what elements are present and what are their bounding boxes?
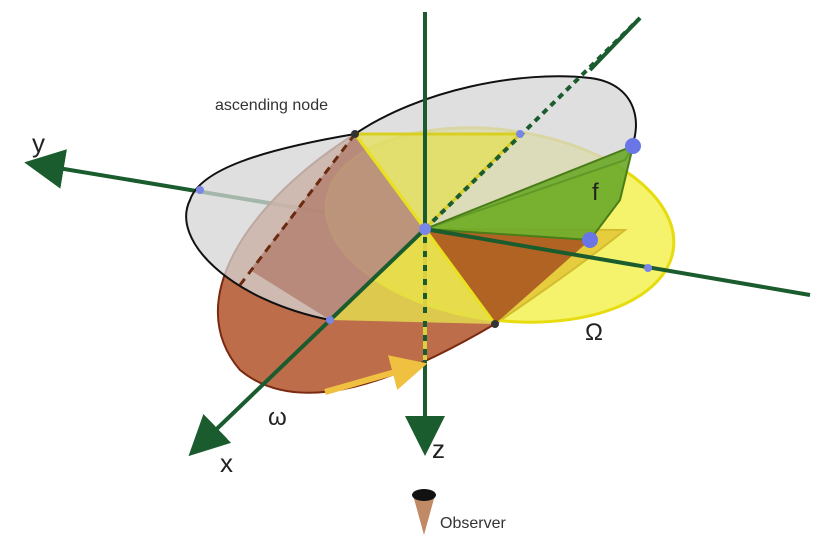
observer-label: Observer xyxy=(440,515,506,532)
node-point-y xyxy=(196,186,204,194)
observer-cone-icon xyxy=(413,495,435,535)
node-point-upper xyxy=(516,130,524,138)
true-anomaly-wedge xyxy=(424,144,635,242)
observer-eye-icon xyxy=(412,489,436,501)
reference-line-lower xyxy=(423,228,497,325)
omega-big-label: Ω xyxy=(585,319,603,346)
third-axis-solid xyxy=(588,16,642,72)
brown-wedge-lower xyxy=(425,229,590,324)
axis-x-label: x xyxy=(220,448,233,478)
node-point-ref xyxy=(644,264,652,272)
lower-node-point xyxy=(491,320,499,328)
orbit-point-upper xyxy=(625,138,641,154)
node-point-x xyxy=(326,316,334,324)
orbit-point-lower xyxy=(582,232,598,248)
axis-y-label: y xyxy=(32,128,45,158)
ascending-node-point xyxy=(351,130,359,138)
axis-z-label: z xyxy=(432,434,445,464)
orbit-direction-arrow xyxy=(324,355,428,395)
line-of-nodes-dashed xyxy=(238,133,357,286)
line-of-nodes xyxy=(353,133,427,230)
origin-point xyxy=(419,223,431,235)
x-axis xyxy=(188,227,427,457)
ascending-node-label: ascending node xyxy=(215,97,328,114)
true-anomaly-label: f xyxy=(592,179,599,206)
omega-small-label: ω xyxy=(268,404,287,431)
reference-wedge-lower xyxy=(330,229,495,324)
y-axis-right xyxy=(424,227,811,297)
ascending-wedge xyxy=(250,134,425,320)
